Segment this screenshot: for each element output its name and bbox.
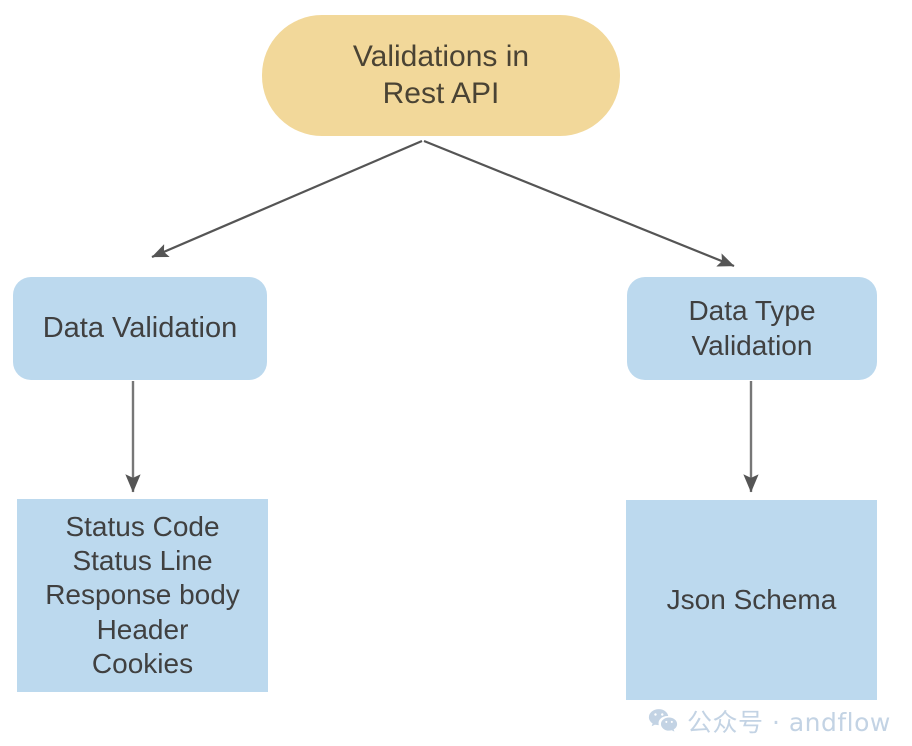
node-data-validation-label: Data Validation	[42, 311, 238, 344]
node-json-schema[interactable]: Json Schema	[626, 500, 877, 700]
node-root[interactable]: Validations in Rest API	[262, 15, 620, 136]
watermark-text: 公众号 · andflow	[687, 708, 891, 737]
edge-root-to-data-validation	[151, 139, 423, 259]
node-root-label: Validations in Rest API	[352, 39, 530, 110]
watermark: 公众号 · andflow	[648, 703, 891, 739]
node-data-validation-items-label: Status Code Status Line Response body He…	[45, 511, 240, 679]
node-data-type-validation[interactable]: Data Type Validation	[627, 277, 877, 380]
node-json-schema-label: Json Schema	[666, 583, 837, 615]
wechat-icon	[648, 709, 678, 732]
node-data-validation[interactable]: Data Validation	[13, 277, 267, 380]
node-data-validation-items[interactable]: Status Code Status Line Response body He…	[17, 499, 268, 692]
edge-root-to-data-type-validation	[423, 139, 735, 268]
node-data-type-validation-label: Data Type Validation	[688, 295, 816, 361]
